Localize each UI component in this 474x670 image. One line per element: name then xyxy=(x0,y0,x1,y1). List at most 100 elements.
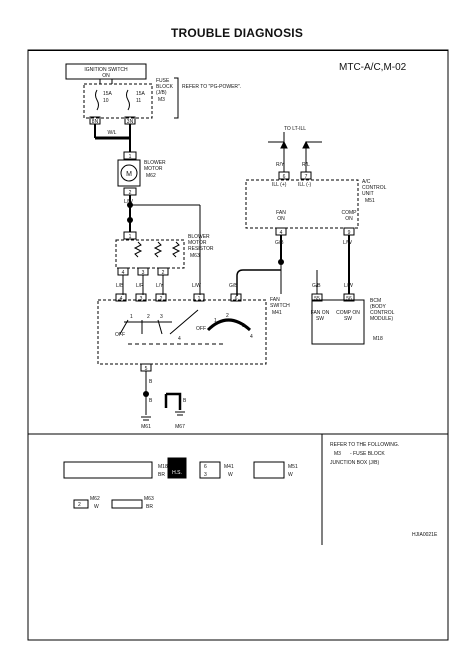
ill-label: ILL (-) xyxy=(298,182,311,188)
switch-position: 1 xyxy=(214,318,217,324)
fan-on-label: FAN xyxy=(276,210,286,216)
fan-switch-connector: M41 xyxy=(272,310,282,316)
fan-switch-box xyxy=(97,299,267,365)
switch-position: 1 xyxy=(130,314,133,320)
wire-color: L/W xyxy=(343,240,352,246)
comp-on-label: ON xyxy=(345,216,353,222)
resistor-label: BLOWER xyxy=(188,234,210,240)
resistor-symbol-2 xyxy=(153,241,163,258)
resistor-label: MOTOR xyxy=(188,240,207,246)
terminal-label: 3N xyxy=(127,119,134,125)
wire-color: R/L xyxy=(302,162,310,168)
connector-label: M51 xyxy=(288,464,298,470)
bcm-comp-sw: SW xyxy=(344,316,352,322)
junction-dot xyxy=(127,217,133,223)
fuse-number: 10 xyxy=(103,98,109,104)
connector-m18-shape xyxy=(63,461,153,479)
connector-color: BR xyxy=(158,472,165,478)
fuse-block-connector: M3 xyxy=(158,97,165,103)
pin-label: 55 xyxy=(314,296,320,302)
bcm-fan-sw: SW xyxy=(316,316,324,322)
diagram-code: MTC-A/C,M-02 xyxy=(339,62,407,73)
pin-label: 9 xyxy=(348,230,351,236)
connector-color: W xyxy=(228,472,233,478)
bcm-fan-sw: FAN ON xyxy=(311,310,330,316)
wire-color: L/W xyxy=(124,199,133,205)
ill-label: ILL (+) xyxy=(272,182,287,188)
switch-position: 2 xyxy=(147,314,150,320)
pin-label: 4 xyxy=(280,230,283,236)
blower-motor-symbol xyxy=(120,164,138,182)
pin-label: 1 xyxy=(129,154,132,160)
ignition-label: IGNITION SWITCH xyxy=(84,67,128,73)
connector-label: M41 xyxy=(224,464,234,470)
connector-color: W xyxy=(94,504,99,510)
wire-color: G/B xyxy=(229,283,238,289)
fuse-number: 11 xyxy=(136,98,141,104)
ac-control-unit-box xyxy=(245,179,359,229)
ac-unit-label: A/C xyxy=(362,179,371,185)
ac-unit-label: UNIT xyxy=(362,191,374,197)
wire-color: B xyxy=(183,398,187,404)
connector-color: W xyxy=(288,472,293,478)
ac-unit-connector: M51 xyxy=(365,198,375,204)
pin-label: 1 xyxy=(129,234,132,240)
reference-text: REFER TO THE FOLLOWING. xyxy=(330,442,399,448)
pin-label: 4 xyxy=(122,270,125,276)
bcm-label: BCM xyxy=(370,298,381,304)
ac-unit-label: CONTROL xyxy=(362,185,387,191)
wire-color: R/Y xyxy=(276,162,285,168)
terminal-label: 8N xyxy=(92,119,99,125)
hs-label: H.S. xyxy=(172,470,182,476)
pin-label: 56 xyxy=(346,296,352,302)
motor-symbol-letter: M xyxy=(126,171,132,178)
pin-label: 6 xyxy=(204,464,207,470)
wire-color: L/W xyxy=(192,283,201,289)
resistor-symbol-3 xyxy=(171,241,181,258)
resistor-symbol-1 xyxy=(133,241,143,258)
blower-motor-label: MOTOR xyxy=(144,166,163,172)
pin-label: 3 xyxy=(142,270,145,276)
pin-label: 2 xyxy=(78,502,81,508)
ignition-switch-box xyxy=(65,63,147,80)
wire-color: L/R xyxy=(136,283,144,289)
blower-resistor-box xyxy=(115,239,185,269)
bcm-box xyxy=(311,299,365,345)
switch-position: 3 xyxy=(242,323,245,329)
switch-position: 4 xyxy=(178,336,181,342)
bcm-label: CONTROL xyxy=(370,310,395,316)
switch-position: OFF xyxy=(196,326,206,332)
wire-color: L/W xyxy=(344,283,353,289)
wire-color: B xyxy=(149,398,153,404)
figure-id: HJIA0021E xyxy=(412,532,438,538)
fuse-11-symbol xyxy=(126,89,130,111)
resistor-connector: M63 xyxy=(190,253,200,259)
harness-side-icon xyxy=(167,457,187,479)
junction-dot xyxy=(143,391,149,397)
reference-text: JUNCTION BOX (J/B) xyxy=(330,460,380,466)
connector-m63-shape xyxy=(111,499,143,509)
comp-on-label: COMP xyxy=(342,210,358,216)
connector-label: M63 xyxy=(144,496,154,502)
bcm-label: MODULE) xyxy=(370,316,393,322)
blower-motor-box xyxy=(117,159,141,187)
fan-switch-label: SWITCH xyxy=(270,303,290,309)
wire-color: B xyxy=(149,379,153,385)
junction-dot xyxy=(278,259,284,265)
reference-text: - FUSE BLOCK xyxy=(350,451,385,457)
switch-position: 2 xyxy=(226,313,229,319)
pin-label: 3 xyxy=(204,472,207,478)
wire-color: W/L xyxy=(108,130,117,136)
pin-label: 6 xyxy=(283,174,286,180)
pin-label: 7 xyxy=(305,174,308,180)
connector-color: BR xyxy=(146,504,153,510)
bcm-connector: M18 xyxy=(373,336,383,342)
reference-connector: M3 xyxy=(334,451,341,457)
blower-motor-label: BLOWER xyxy=(144,160,166,166)
page-title: TROUBLE DIAGNOSIS xyxy=(170,26,304,40)
pin-label: 6 xyxy=(235,296,238,302)
ground-connector: M61 xyxy=(141,424,151,430)
connector-label: M18 xyxy=(158,464,168,470)
connector-m51-shape xyxy=(253,461,285,479)
fuse-block-label: BLOCK xyxy=(156,84,174,90)
